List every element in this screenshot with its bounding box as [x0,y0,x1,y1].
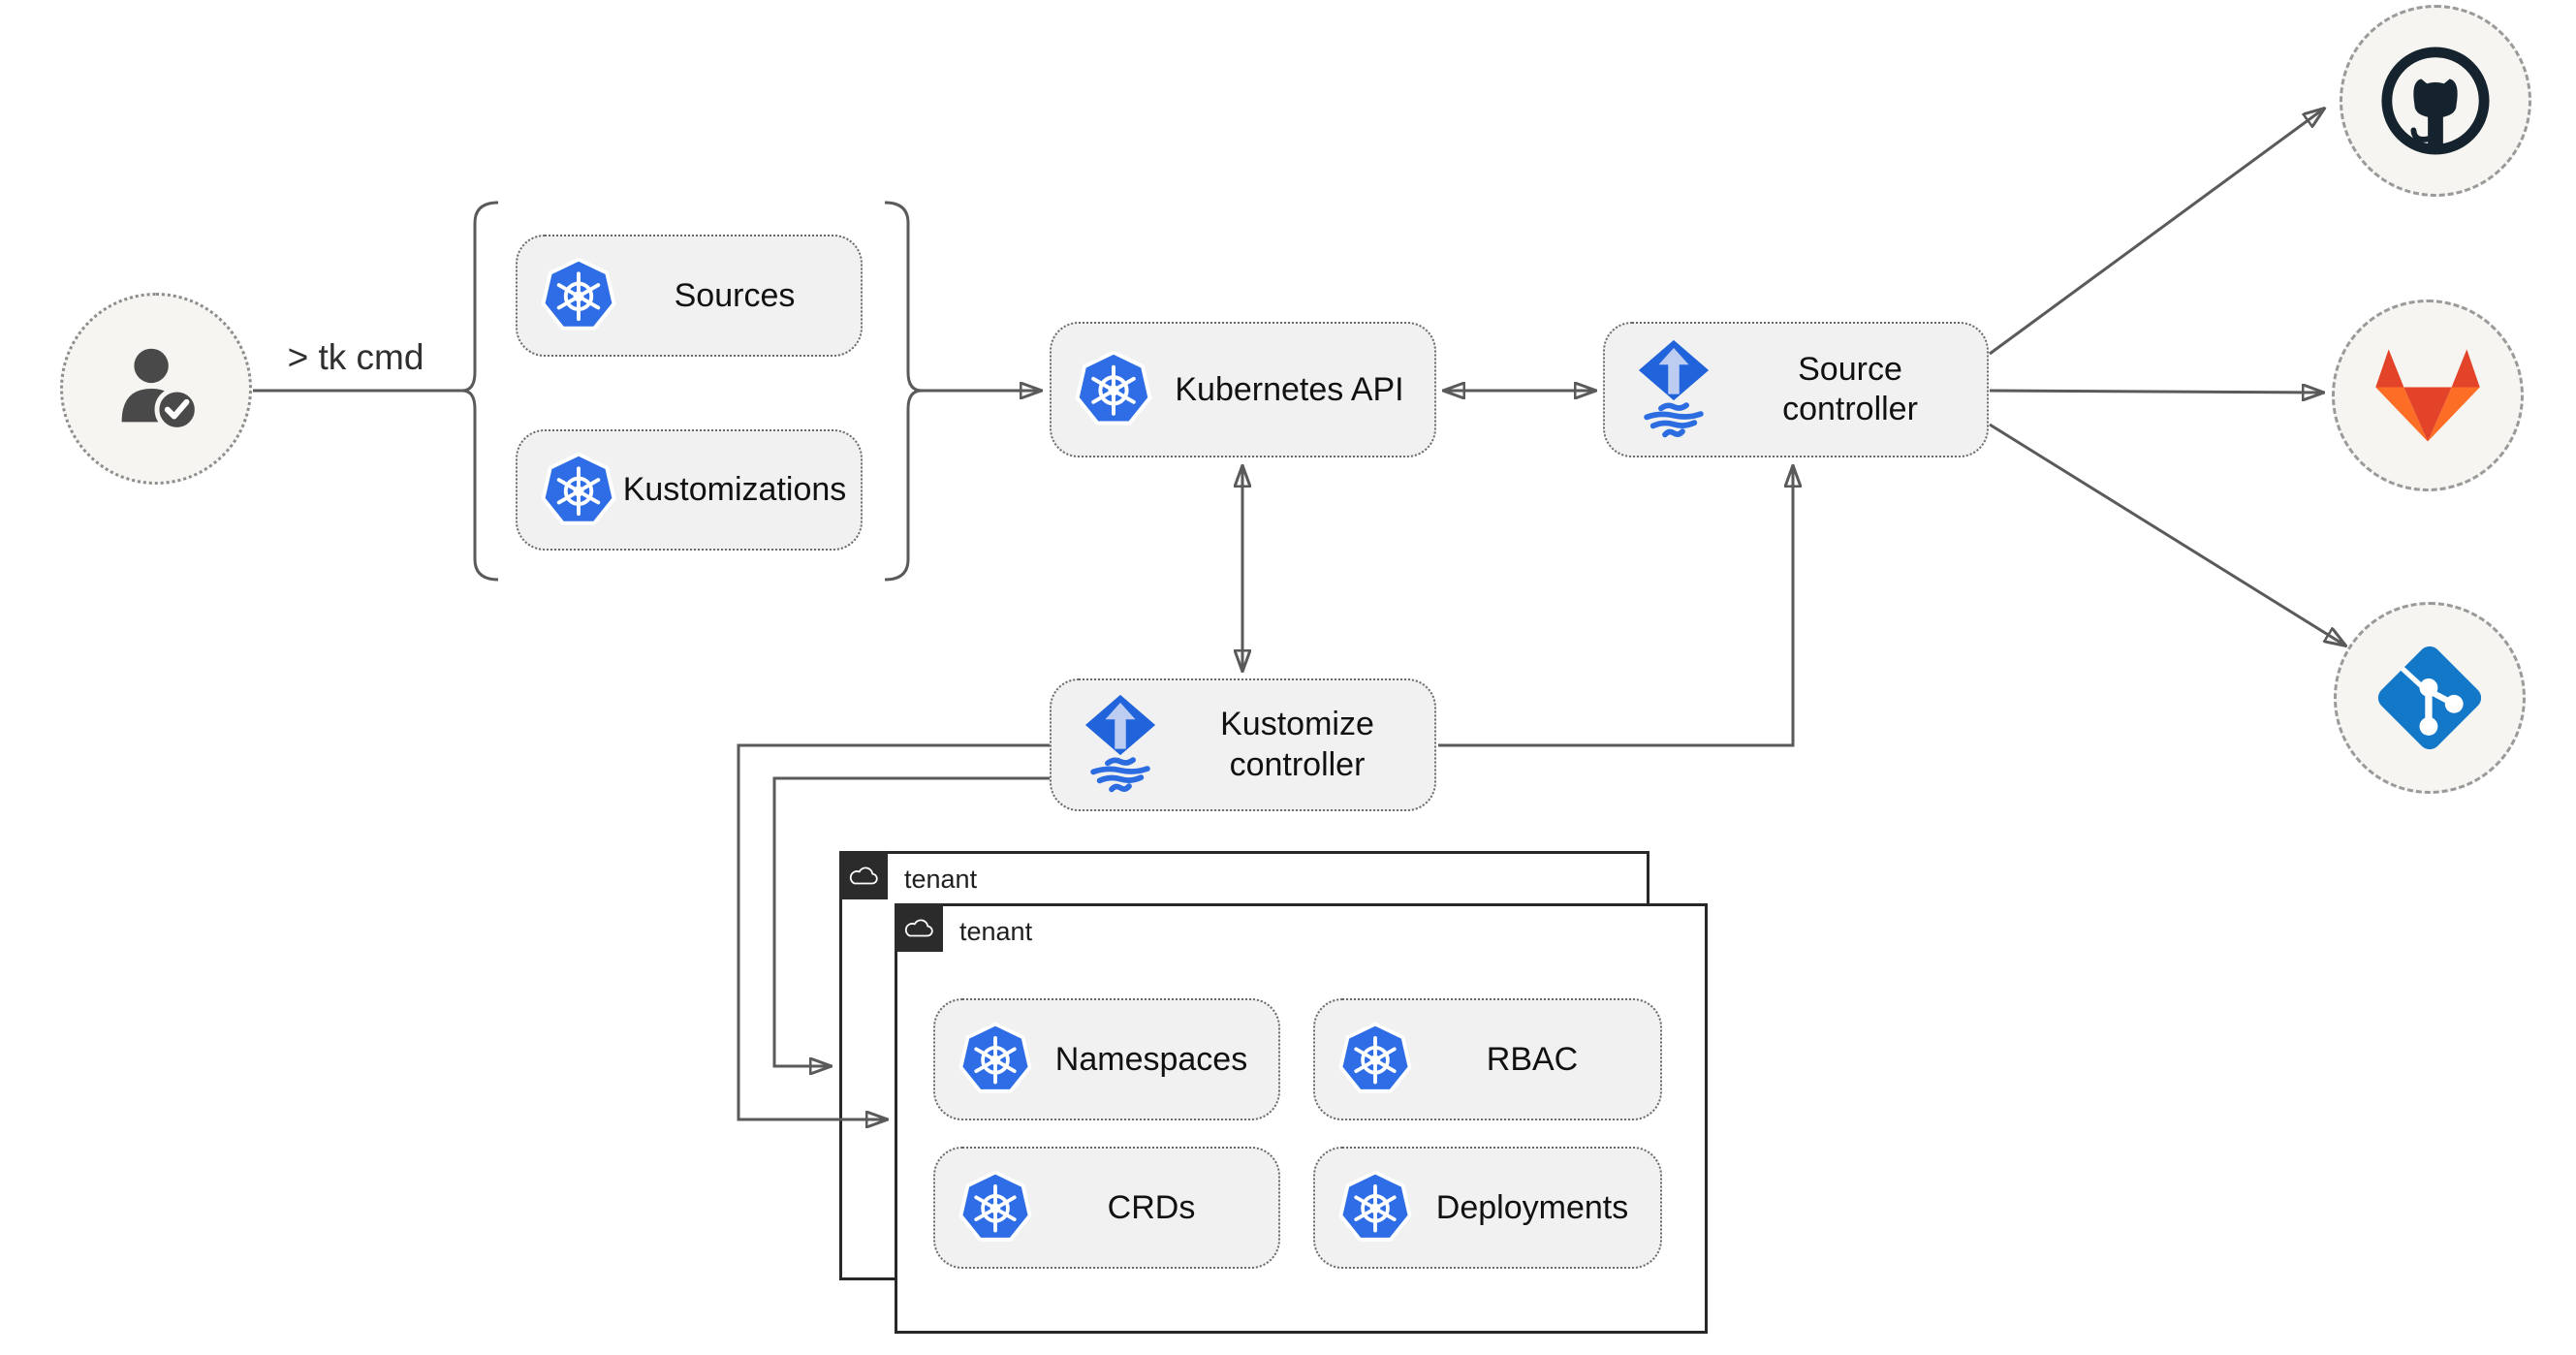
git-icon [2377,646,2482,750]
left-curly-bracket [461,201,499,582]
rbac-label: RBAC [1486,1040,1579,1078]
tk-cmd-label: > tk cmd [287,337,424,377]
flux-icon [1081,693,1160,797]
kustomize-controller-label: Kustomize controller [1220,706,1374,783]
kustomize-controller-box: Kustomize controller [1050,678,1436,811]
deployments-label: Deployments [1435,1188,1629,1226]
kubernetes-api-box: Kubernetes API [1050,322,1436,457]
kubernetes-icon [541,258,616,333]
kustomizations-label: Kustomizations [622,471,847,508]
gitlab-icon [2375,348,2480,442]
rbac-box: RBAC [1313,998,1662,1120]
crds-label: CRDs [1107,1188,1196,1226]
gitlab-repository [2332,299,2524,491]
sources-box: Sources [516,235,863,357]
github-repository [2340,5,2531,197]
crds-box: CRDs [933,1147,1280,1269]
source-controller-label: Source controller [1782,350,1918,427]
namespaces-label: Namespaces [1054,1040,1248,1078]
cloud-icon [904,919,933,937]
kubernetes-api-label: Kubernetes API [1175,370,1404,408]
kubernetes-icon [1338,1171,1412,1245]
flux-icon [1634,338,1713,442]
source-to-git-arrow [1989,423,2345,646]
source-to-gitlab-arrow [1989,391,2323,393]
source-to-github-arrow [1989,109,2324,356]
github-icon [2381,47,2490,155]
namespaces-box: Namespaces [933,998,1280,1120]
tenant-tab [839,851,888,899]
right-curly-bracket [884,201,923,582]
deployments-box: Deployments [1313,1147,1662,1269]
kubernetes-icon [1338,1023,1412,1096]
kubernetes-icon [541,452,616,528]
cloud-icon [849,867,878,885]
tenant-back-label: tenant [904,865,978,894]
tenant-tab [895,903,943,952]
kubernetes-icon [958,1171,1032,1245]
user-avatar [60,293,252,485]
kubernetes-icon [958,1023,1032,1096]
source-controller-box: Source controller [1603,322,1989,457]
tenant-front-box: tenant Namespaces [895,903,1708,1334]
kubernetes-icon [1075,351,1152,428]
tenant-front-label: tenant [959,917,1033,946]
git-repository [2334,602,2526,794]
kustomize-to-source-controller-arrow [1438,466,1793,747]
sources-label: Sources [674,276,796,314]
kustomizations-box: Kustomizations [516,429,863,551]
user-check-icon [121,348,200,432]
